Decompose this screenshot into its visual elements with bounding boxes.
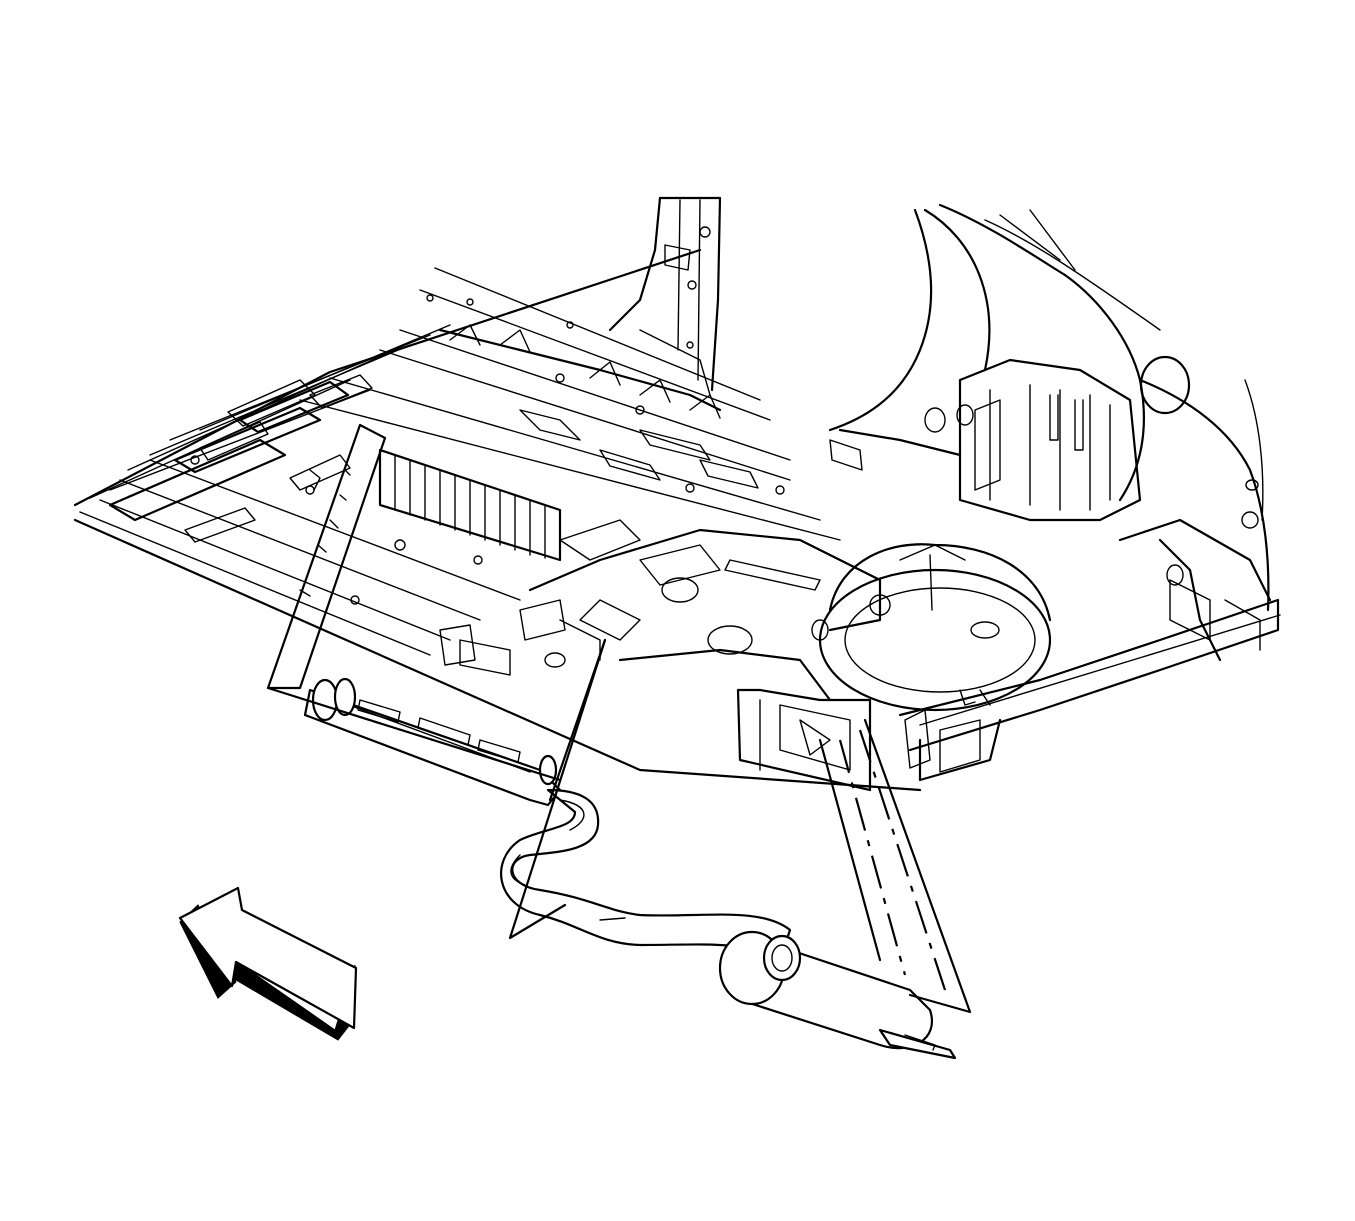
front-hanger-callout: [266, 423, 562, 782]
center-crossmember: [439, 519, 891, 702]
front-exhaust-pipe: [303, 677, 562, 807]
floor-tunnel-corrugation: [378, 448, 562, 562]
center-hanger-callout: [508, 638, 607, 940]
front-direction-arrow-icon: [178, 886, 358, 1041]
muffler: [718, 930, 957, 1060]
intermediate-exhaust-pipe: [499, 788, 792, 962]
rear-panel: [736, 518, 1281, 792]
rear-hanger-callout: [818, 718, 972, 1014]
underbody-floor-pan: [73, 248, 922, 792]
pillar-and-wheelhouse: [608, 196, 1270, 612]
